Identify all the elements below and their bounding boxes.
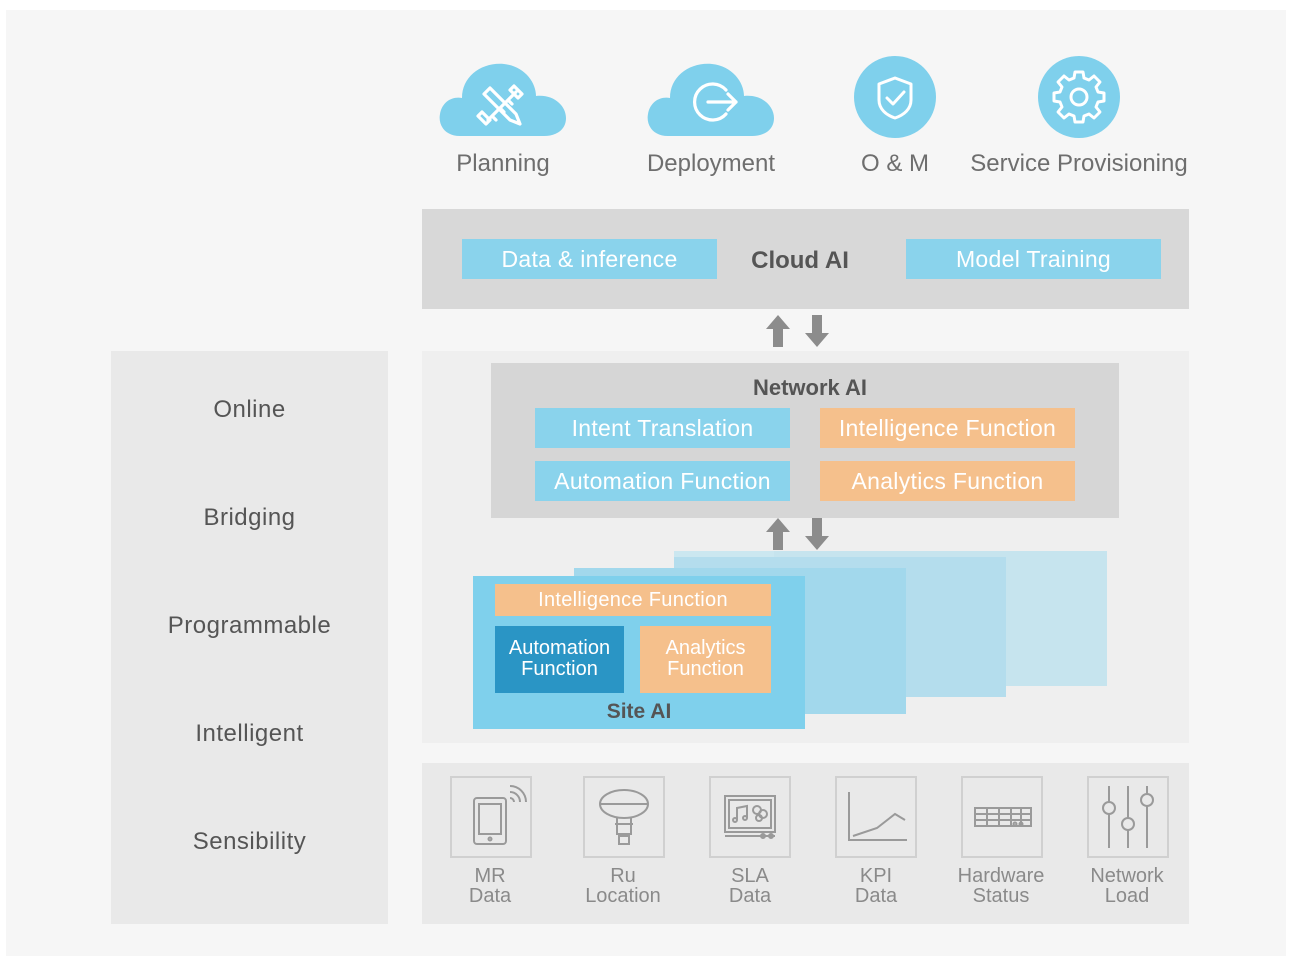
sensor-line2: Load	[1104, 885, 1150, 907]
sensor-line1: Ru	[610, 865, 636, 887]
deployment-cloud-icon	[647, 63, 774, 136]
tablet-signal-icon	[473, 785, 527, 845]
site-intelligence-function-box: Intelligence Function	[495, 584, 771, 616]
sla-data-box	[709, 776, 791, 858]
layer-bridging: Bridging	[203, 504, 296, 531]
radio-unit-icon	[599, 789, 649, 845]
sensor-label-sla-data: SLA Data	[729, 866, 771, 906]
model-training-box: Model Training	[906, 239, 1161, 279]
sensor-line2: Data	[468, 885, 512, 907]
service-label-planning: Planning	[456, 150, 550, 177]
media-screen-icon	[724, 795, 776, 839]
sensor-label-mr-data: MR Data	[469, 866, 511, 906]
sensor-panel	[422, 763, 1189, 924]
hardware-board-icon	[974, 807, 1032, 827]
sensor-line1: SLA	[731, 865, 769, 887]
kpi-data-box	[835, 776, 917, 858]
site-analytics-line2: Function	[667, 658, 744, 680]
layer-intelligent: Intelligent	[195, 720, 304, 747]
site-ai-title: Site AI	[606, 700, 672, 723]
sensor-line1: MR	[474, 865, 506, 887]
network-automation-function-box: Automation Function	[535, 461, 790, 501]
layers-panel	[111, 351, 388, 924]
intent-translation-box: Intent Translation	[535, 408, 790, 448]
up-down-arrows-icon	[766, 315, 829, 347]
network-analytics-function-box: Analytics Function	[820, 461, 1075, 501]
cloud-ai-title: Cloud AI	[751, 247, 849, 274]
sensor-line2: Data	[854, 885, 898, 907]
sensor-line2: Status	[972, 885, 1030, 907]
ru-location-box	[583, 776, 665, 858]
hardware-status-box	[961, 776, 1043, 858]
sensor-line1: Hardware	[957, 865, 1045, 887]
site-automation-function-box: Automation Function	[495, 626, 624, 693]
network-intelligence-function-box: Intelligence Function	[820, 408, 1075, 448]
layer-sensibility: Sensibility	[192, 828, 307, 855]
service-label-om: O & M	[860, 150, 930, 177]
gear-icon	[1038, 56, 1120, 138]
line-chart-icon	[848, 792, 907, 841]
sensor-line2: Data	[728, 885, 772, 907]
planning-cloud-icon	[439, 63, 566, 136]
sensor-label-ru-location: Ru Location	[585, 866, 661, 906]
site-analytics-function-box: Analytics Function	[640, 626, 771, 693]
sensor-label-network-load: Network Load	[1090, 866, 1163, 906]
network-ai-title: Network AI	[752, 375, 868, 400]
sensor-line2: Location	[585, 885, 661, 907]
site-automation-line1: Automation	[508, 637, 611, 659]
sliders-icon	[1102, 786, 1154, 848]
site-analytics-line1: Analytics	[665, 637, 746, 659]
mr-data-box	[450, 776, 532, 858]
site-automation-line2: Function	[521, 658, 598, 680]
sensor-label-hardware-status: Hardware Status	[958, 866, 1045, 906]
layer-online: Online	[213, 396, 286, 423]
sensor-line1: Network	[1090, 865, 1164, 887]
sensor-label-kpi-data: KPI Data	[855, 866, 897, 906]
sensor-line1: KPI	[859, 865, 893, 887]
service-label-service-provisioning: Service Provisioning	[970, 150, 1188, 177]
layer-programmable: Programmable	[167, 612, 332, 639]
network-load-box	[1087, 776, 1169, 858]
shield-check-icon	[854, 56, 936, 138]
service-label-deployment: Deployment	[646, 150, 776, 177]
up-down-arrows-icon	[766, 518, 829, 550]
data-inference-box: Data & inference	[462, 239, 717, 279]
